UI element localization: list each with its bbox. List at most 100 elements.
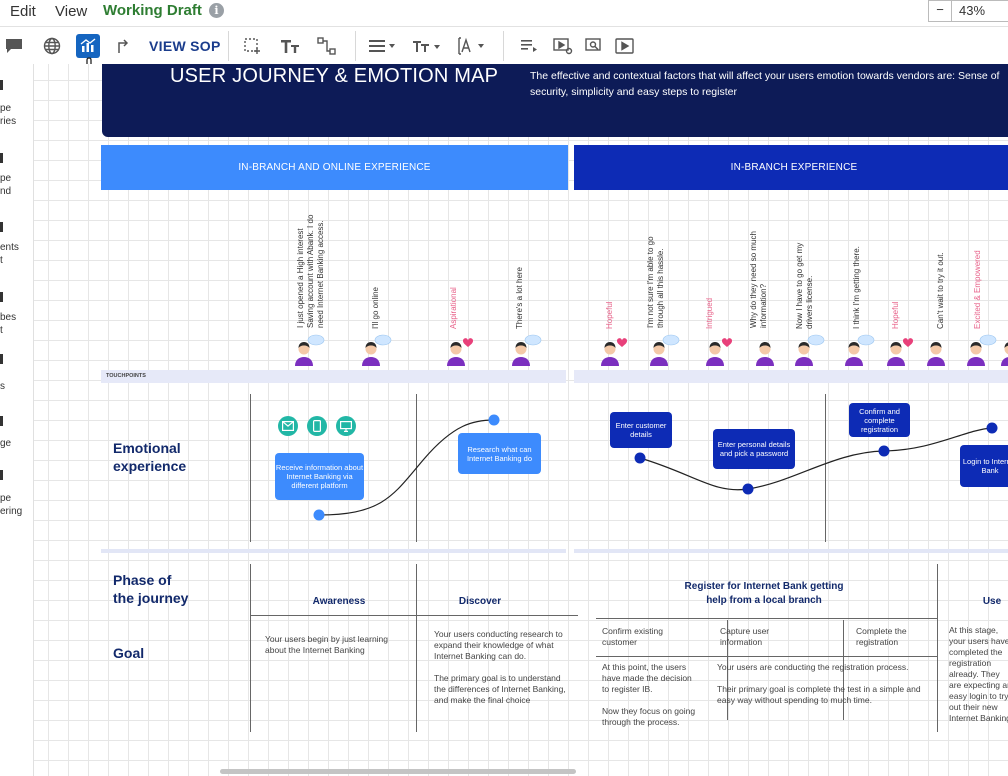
panel-marker [0,80,3,90]
persona-avatar-icon [444,334,474,366]
subgoal-complete: Complete the registration [856,626,907,647]
panel-item-label: pe [0,103,12,114]
preview-icon[interactable] [584,35,606,57]
panel-marker [0,470,3,480]
panel-marker [0,416,3,426]
desktop-icon [336,416,356,436]
row-divider [596,618,937,619]
persona-avatar-icon [647,334,680,366]
panel-item[interactable]: s [0,380,5,393]
chart-tool-icon[interactable] [76,34,100,58]
panel-item-label: t [0,255,3,266]
goal-use: At this stage, your users have completed… [949,625,1008,723]
list-icon[interactable] [518,35,540,57]
map-title: USER JOURNEY & EMOTION MAP [170,65,499,87]
goal-capture: Your users are conducting the registrati… [717,662,921,705]
persona-avatar-icon [842,334,875,366]
align-dropdown-icon[interactable] [367,35,397,57]
persona-avatar-icon [753,334,781,366]
info-icon[interactable]: i [209,3,224,18]
panel-item[interactable]: ents t [0,241,19,267]
persona-avatar-icon [884,334,914,366]
panel-item-label: pe [0,493,12,504]
font-style-dropdown-icon[interactable] [455,35,487,57]
comment-icon[interactable] [3,35,25,57]
horizontal-scrollbar[interactable] [220,769,576,774]
view-sop-button[interactable]: VIEW SOP [149,38,221,54]
diagram-canvas[interactable]: USER JOURNEY & EMOTION MAP The effective… [34,64,1008,776]
globe-icon[interactable] [41,35,63,57]
persona-avatar-icon [998,334,1008,366]
row-divider [596,656,937,657]
panel-item-label: t [0,325,3,336]
panel-marker [0,354,3,364]
select-area-icon[interactable] [241,35,263,57]
touchpoints-label: TOUCHPOINTS [106,373,146,379]
panel-item-label: pe [0,173,12,184]
persona-avatar-icon [359,334,392,366]
panel-item-label: ering [0,506,23,517]
panel-item[interactable]: pe ries [0,102,16,128]
zoom-out-button[interactable]: − [929,1,952,21]
menu-bar: Edit View Working Draft i − 43% [0,0,1008,27]
menu-view[interactable]: View [55,3,88,20]
row-label-goal: Goal [113,645,145,661]
persona-avatar-icon [964,334,997,366]
phase-discover: Discover [458,596,502,607]
present-icon[interactable] [552,35,574,57]
node-confirm[interactable]: Confirm and complete registration [849,403,910,437]
map-header-banner[interactable] [102,64,1008,137]
node-research[interactable]: Research what can Internet Banking do [458,433,541,474]
toolbar: VIEW SOP [0,27,1008,83]
row-divider [250,615,578,616]
touchpoints-bar [574,370,1008,383]
panel-item-label: s [0,381,5,392]
panel-marker [0,222,3,232]
phase-register: Register for Internet Bank getting help … [684,581,844,606]
panel-item-label: ries [0,116,17,127]
row-label-emotional: Emotional experience [113,440,187,474]
column-divider [937,564,938,732]
zoom-control: − 43% [928,0,1008,22]
phase-band-online[interactable]: IN-BRANCH AND ONLINE EXPERIENCE [101,145,568,190]
column-divider [250,564,251,732]
panel-item[interactable]: ge [0,437,11,450]
document-title[interactable]: Working Draft [103,2,202,19]
mobile-icon [307,416,327,436]
node-login[interactable]: Login to Internet Bank [960,445,1008,487]
goal-awareness: Your users begin by just learning about … [265,634,389,655]
column-divider [843,620,844,720]
goal-discover: Your users conducting research to expand… [434,629,566,705]
persona-avatar-icon [703,334,733,366]
play-icon[interactable] [614,35,636,57]
line-tool-icon[interactable] [316,35,338,57]
panel-item[interactable]: pe ering [0,492,22,518]
panel-marker [0,153,3,163]
toolbar-divider [228,31,229,61]
node-receive-info[interactable]: Receive information about Internet Banki… [275,453,364,500]
node-enter-customer[interactable]: Enter customer details [610,412,672,448]
row-separator [101,549,566,553]
connector-icon[interactable] [111,35,133,57]
email-icon [278,416,298,436]
phase-use: Use [982,596,1002,607]
column-divider [727,620,728,720]
menu-edit[interactable]: Edit [10,3,36,20]
zoom-level[interactable]: 43% [959,3,986,18]
persona-avatar-icon [598,334,628,366]
panel-item-label: ents [0,242,19,253]
persona-avatar-icon [292,334,325,366]
map-description: The effective and contextual factors tha… [530,70,1000,98]
font-size-dropdown-icon[interactable] [411,35,443,57]
column-divider [825,394,826,542]
subgoal-capture: Capture user information [720,626,770,647]
persona-avatar-icon [509,334,542,366]
node-enter-personal[interactable]: Enter personal details and pick a passwo… [713,429,795,469]
panel-item-label: ge [0,438,12,449]
touchpoints-bar [101,370,566,383]
phase-band-branch[interactable]: IN-BRANCH EXPERIENCE [574,145,1008,190]
text-tool-icon[interactable] [279,35,301,57]
